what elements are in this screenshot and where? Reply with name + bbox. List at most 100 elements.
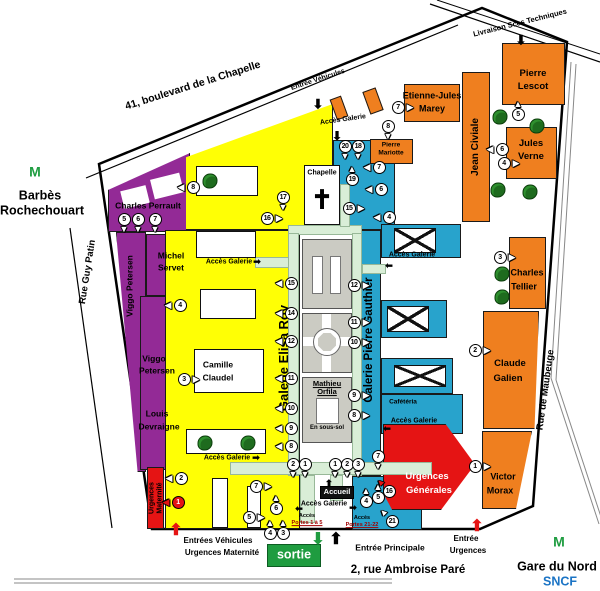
- label-acces-galerie-east: Accès Galerie: [388, 251, 436, 259]
- door-number: 15: [342, 201, 356, 215]
- label-michel-servet-2: Servet: [158, 262, 184, 273]
- railway-top-line-2: [436, 0, 600, 55]
- tree-icon: [494, 289, 510, 305]
- maubeuge-rail-1b: [555, 63, 577, 381]
- label-acces-portes-21-22-a: Accès: [353, 515, 371, 522]
- label-viggo-petersen-vertical: Viggo Petersen: [124, 255, 135, 317]
- parterre-octagon: [318, 333, 336, 351]
- label-victor-morax-2: Morax: [486, 485, 514, 496]
- door-number: 21: [385, 514, 399, 528]
- door-number: 8: [347, 408, 361, 422]
- door-marker-5: ▼5: [117, 212, 131, 233]
- door-marker-arrow-icon: ▼: [340, 150, 350, 161]
- door-marker-arrow-icon: ▼: [133, 223, 143, 234]
- door-marker-arrow-icon: ▼: [300, 468, 310, 479]
- label-pierre-mariotte-2: Mariotte: [378, 149, 404, 157]
- door-number: 20: [338, 139, 352, 153]
- door-number: 4: [173, 298, 187, 312]
- acces-galerie-east-arrow-icon: ⬅: [385, 260, 393, 271]
- label-entrees-vehicules: Entrées Véhicules: [183, 535, 253, 545]
- door-number: 12: [347, 278, 361, 292]
- bld-pierre-mariotte: [370, 139, 413, 164]
- label-pierre-lescot-1: Pierre: [519, 68, 547, 80]
- door-marker-10: ▶10: [347, 335, 370, 349]
- orfila-court: [316, 398, 339, 424]
- label-charles-tellier-1: Charles: [510, 267, 544, 278]
- door-marker-6: ▼6: [131, 212, 145, 233]
- door-number: 14: [284, 306, 298, 320]
- door-marker-arrow-icon: ▼: [150, 223, 160, 234]
- door-marker-19: ▲19: [345, 164, 359, 186]
- label-claude-galien-2: Galien: [493, 373, 523, 385]
- door-number: 5: [117, 212, 131, 226]
- door-marker-8: ▶8: [347, 408, 370, 422]
- livraison-arrow-icon: ⬇: [515, 32, 527, 48]
- door-marker-9: ◀9: [276, 421, 298, 435]
- accueil-box: [320, 486, 354, 499]
- tree-icon: [492, 109, 508, 125]
- label-viggo-petersen-1: Viggo: [142, 353, 166, 364]
- chapel-building: [304, 165, 340, 225]
- garden-north-court-2: [330, 256, 341, 294]
- door-marker-arrow-icon: ▶: [264, 480, 272, 491]
- door-number: 1: [298, 457, 312, 471]
- door-marker-11: ▶11: [347, 315, 370, 329]
- door-number: 9: [347, 388, 361, 402]
- bld-jules-verne: [506, 127, 557, 179]
- label-jean-civiale: Jean Civiale: [469, 118, 481, 176]
- label-entree-urgences-1: Entrée: [453, 533, 479, 543]
- door-marker-arrow-icon: ◀: [275, 307, 283, 318]
- bld-charles-tellier: [509, 237, 546, 309]
- label-urgences-generales-1: Urgences: [405, 471, 449, 483]
- door-marker-arrow-icon: ▼: [353, 468, 363, 479]
- door-marker-3: ▼3: [351, 457, 365, 478]
- door-marker-arrow-icon: ◀: [165, 472, 173, 483]
- door-marker-arrow-icon: ▶: [362, 279, 370, 290]
- acces-galerie-west-arrow-icon: ➡: [253, 256, 261, 267]
- label-charles-perrault: Charles Perrault: [115, 200, 181, 211]
- door-marker-7: ▶7: [391, 100, 414, 114]
- street-rue-ambroise-pare: 2, rue Ambroise Paré: [350, 563, 466, 576]
- tree-icon: [529, 118, 545, 134]
- door-marker-arrow-icon: ▲: [361, 485, 371, 496]
- garden-north-court-1: [312, 256, 323, 294]
- door-number: 19: [345, 172, 359, 186]
- door-number: 3: [177, 372, 191, 386]
- door-marker-1: ▼1: [328, 457, 342, 478]
- gallery-west-stub: [255, 257, 289, 268]
- door-number: 3: [276, 526, 290, 540]
- door-marker-arrow-icon: ▼: [373, 460, 383, 471]
- door-marker-arrow-icon: ▼: [278, 201, 288, 212]
- metro-m-barbes: M: [29, 163, 41, 180]
- tree-icon: [197, 435, 213, 451]
- door-marker-9: ▶9: [347, 388, 370, 402]
- door-number: 1: [171, 495, 185, 509]
- label-cafeteria: Cafétéria: [389, 398, 417, 406]
- door-marker-arrow-icon: ▶: [483, 344, 491, 355]
- door-marker-7: ◀7: [364, 160, 386, 174]
- bld-jean-civiale: [462, 72, 490, 222]
- label-accueil: Accueil: [323, 487, 351, 497]
- door-number: 16: [382, 484, 396, 498]
- door-marker-arrow-icon: ▼: [330, 468, 340, 479]
- door-number: 4: [497, 156, 511, 170]
- door-marker-7: ▼7: [371, 449, 385, 470]
- door-marker-arrow-icon: ▼: [342, 468, 352, 479]
- chapel-cross-icon: ✝: [311, 184, 333, 215]
- door-marker-14: ◀14: [276, 306, 298, 320]
- door-marker-arrow-icon: ▶: [362, 336, 370, 347]
- gallery-top: [288, 225, 362, 235]
- door-number: 5: [371, 490, 385, 504]
- urgences-maternite-arrow-icon: ⬆: [169, 522, 183, 539]
- gallery-sortie-stub: [300, 475, 315, 523]
- door-marker-15: ▶15: [342, 201, 365, 215]
- door-number: 2: [174, 471, 188, 485]
- door-marker-arrow-icon: ▲: [265, 517, 275, 528]
- door-number: 7: [249, 479, 263, 493]
- door-number: 3: [493, 250, 507, 264]
- door-marker-arrow-icon: ▼: [288, 468, 298, 479]
- accueil-arrow-icon: ⬆: [324, 479, 334, 490]
- door-marker-4: ◀4: [374, 210, 396, 224]
- door-marker-2: ◀2: [166, 471, 188, 485]
- bld-urgences-maternite: [147, 467, 164, 529]
